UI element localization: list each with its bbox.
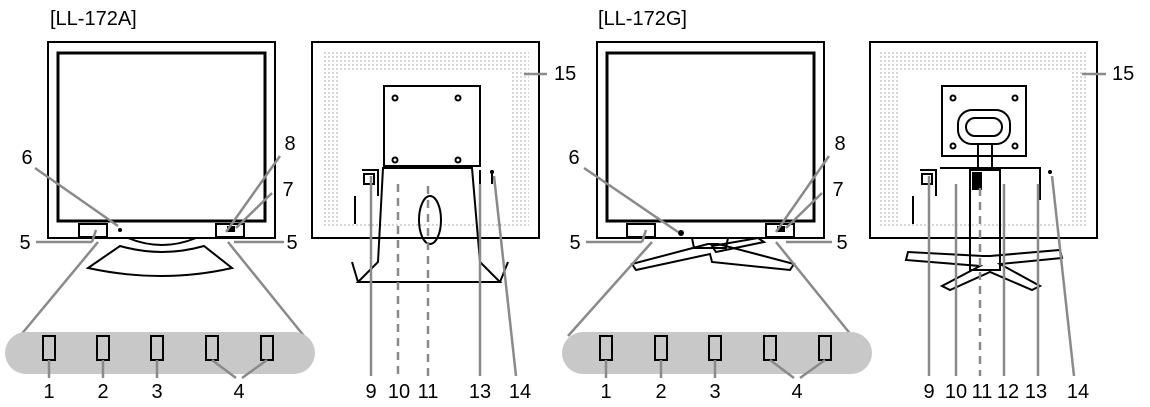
speaker-right [765,223,795,238]
label-2-a: 2 [97,381,108,403]
model-title-ll-172g: [LL-172G] [598,8,687,30]
stand-base-rear [710,236,767,254]
power-led [777,226,785,232]
ll-172g-button-panel [562,332,872,380]
button-panel-background [562,332,872,374]
back-panel-inner [340,72,512,222]
label-5-left-front-a: 5 [19,232,30,254]
back-housing [869,41,1098,239]
label-3-a: 3 [151,381,162,403]
power-connector [363,173,375,185]
label-5-right-front-g: 5 [836,232,847,254]
label-13-g: 13 [1025,381,1047,403]
ll-172a-button-panel [5,332,315,380]
stand-base [85,244,235,277]
vesa-mount-plate [941,85,1027,157]
label-14-g: 14 [1067,381,1089,403]
label-4-g: 4 [791,381,802,403]
front-bezel [596,41,825,239]
cable-hole [418,195,442,245]
button-marker [118,228,122,232]
label-11-a: 11 [418,381,439,403]
label-4-a: 4 [233,381,244,403]
back-panel-inner [898,72,1070,222]
ll-172a-back-view [311,41,547,377]
display-screen [56,51,267,223]
label-6-front-g: 6 [568,147,579,169]
model-title-ll-172a: [LL-172A] [50,8,137,30]
label-10-g: 10 [945,381,967,403]
label-9-a: 9 [365,381,376,403]
label-10-a: 10 [388,381,410,403]
label-8-front-g: 8 [834,133,845,155]
ll-172a-front-view [19,41,305,337]
label-8-front-a: 8 [284,133,295,155]
height-lock [972,172,982,190]
label-15-a: 15 [554,63,576,85]
ll-172g-front-view [567,41,853,337]
back-housing [311,41,540,239]
label-7-front-g: 7 [832,179,843,201]
speaker-right [215,223,245,238]
label-1-a: 1 [43,381,54,403]
label-5-left-front-g: 5 [569,232,580,254]
button-marker [678,230,684,236]
label-7-front-a: 7 [282,179,293,201]
stand-pole [969,169,1001,271]
label-12-g: 12 [997,381,1019,403]
label-3-g: 3 [709,381,720,403]
stand-neck [127,237,197,246]
label-13-a: 13 [469,381,491,403]
label-6-front-a: 6 [21,147,32,169]
display-screen [605,51,816,223]
ll-172g-back-view [869,41,1106,377]
power-led [227,226,235,232]
label-1-g: 1 [600,381,611,403]
vesa-mount-plate [383,85,481,167]
label-11-g: 11 [972,381,993,403]
speaker-left [626,223,656,238]
label-9-g: 9 [923,381,934,403]
label-14-a: 14 [509,381,531,403]
stand-base-left [630,243,796,272]
port-cover-left [920,169,937,196]
front-bezel [47,41,276,239]
port-cover-left [362,169,379,196]
stand-neck [690,237,730,249]
label-15-g: 15 [1112,63,1134,85]
label-2-g: 2 [655,381,666,403]
label-5-right-front-a: 5 [286,232,297,254]
power-connector [921,173,933,185]
button-panel-background [5,332,315,374]
